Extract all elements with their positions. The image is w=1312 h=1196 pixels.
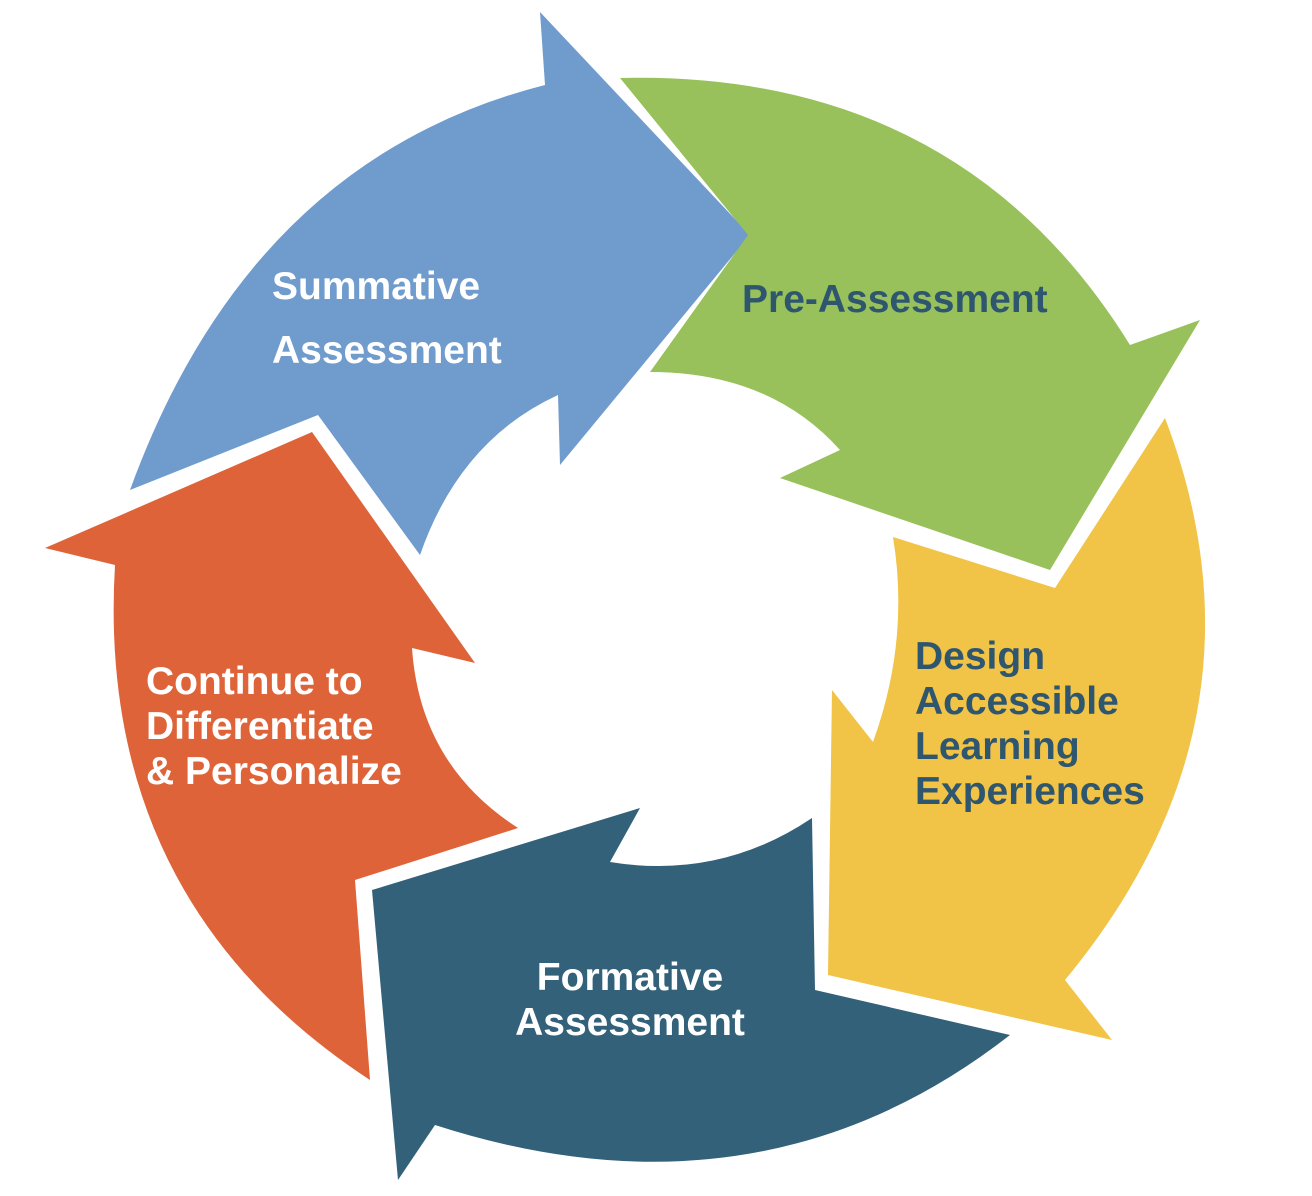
label-pre-assessment: Pre-Assessment [742, 277, 1048, 322]
label-differentiate: Continue to Differentiate & Personalize [146, 659, 402, 794]
label-line: Experiences [915, 770, 1145, 813]
label-line: Summative [272, 265, 481, 308]
arrow-differentiate [45, 432, 518, 1080]
label-line: Formative [536, 956, 724, 999]
label-line: Assessment [515, 1001, 745, 1044]
arrow-design [828, 418, 1206, 1040]
label-line: Accessible [915, 680, 1119, 723]
arrow-pre-assessment [620, 77, 1200, 570]
label-summative: Summative Assessment [272, 255, 502, 383]
arrow-formative [372, 808, 1010, 1180]
label-formative: Formative Assessment [505, 955, 755, 1045]
label-line: Pre-Assessment [742, 278, 1048, 321]
label-design: Design Accessible Learning Experiences [915, 634, 1145, 814]
label-line: Learning [915, 725, 1080, 768]
label-line: Continue to [146, 660, 363, 703]
label-line: Assessment [272, 329, 502, 372]
arrow-summative [130, 12, 750, 555]
label-line: Differentiate [146, 705, 374, 748]
label-line: Design [915, 635, 1046, 678]
label-line: & Personalize [146, 750, 402, 793]
